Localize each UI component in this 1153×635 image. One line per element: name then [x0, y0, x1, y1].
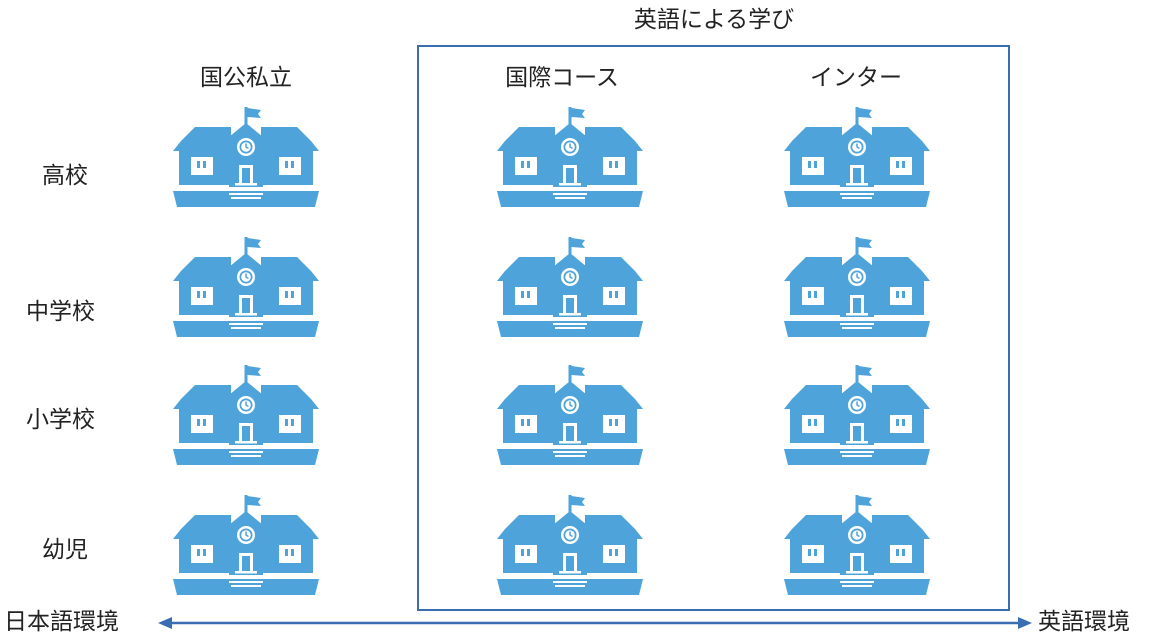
english-learning-group-label: 英語による学び: [633, 7, 795, 33]
axis-label-english-environment: 英語環境: [1038, 609, 1130, 635]
row-label-elementary: 小学校: [26, 407, 95, 433]
column-header-public-private: 国公私立: [200, 65, 292, 91]
school-building-icon: [497, 107, 643, 207]
school-building-icon: [784, 365, 930, 465]
school-building-icon: [784, 495, 930, 595]
school-building-icon: [784, 107, 930, 207]
axis-left-arrowhead: [158, 617, 172, 629]
school-building-icon: [173, 107, 319, 207]
column-header-international-school: インター: [810, 65, 902, 91]
column-header-international-course: 国際コース: [505, 65, 619, 91]
school-building-icon: [784, 237, 930, 337]
school-building-icon: [497, 365, 643, 465]
row-label-high-school: 高校: [42, 163, 88, 189]
school-building-icon: [173, 237, 319, 337]
school-building-icon: [173, 365, 319, 465]
row-label-junior-high: 中学校: [26, 299, 95, 325]
language-environment-axis: [158, 617, 1032, 629]
school-building-icon: [497, 237, 643, 337]
axis-right-arrowhead: [1018, 617, 1032, 629]
school-building-icon: [497, 495, 643, 595]
axis-label-japanese-environment: 日本語環境: [4, 609, 119, 635]
english-learning-group-box: [417, 45, 1010, 611]
school-building-icon: [173, 495, 319, 595]
row-label-preschool: 幼児: [42, 537, 88, 563]
